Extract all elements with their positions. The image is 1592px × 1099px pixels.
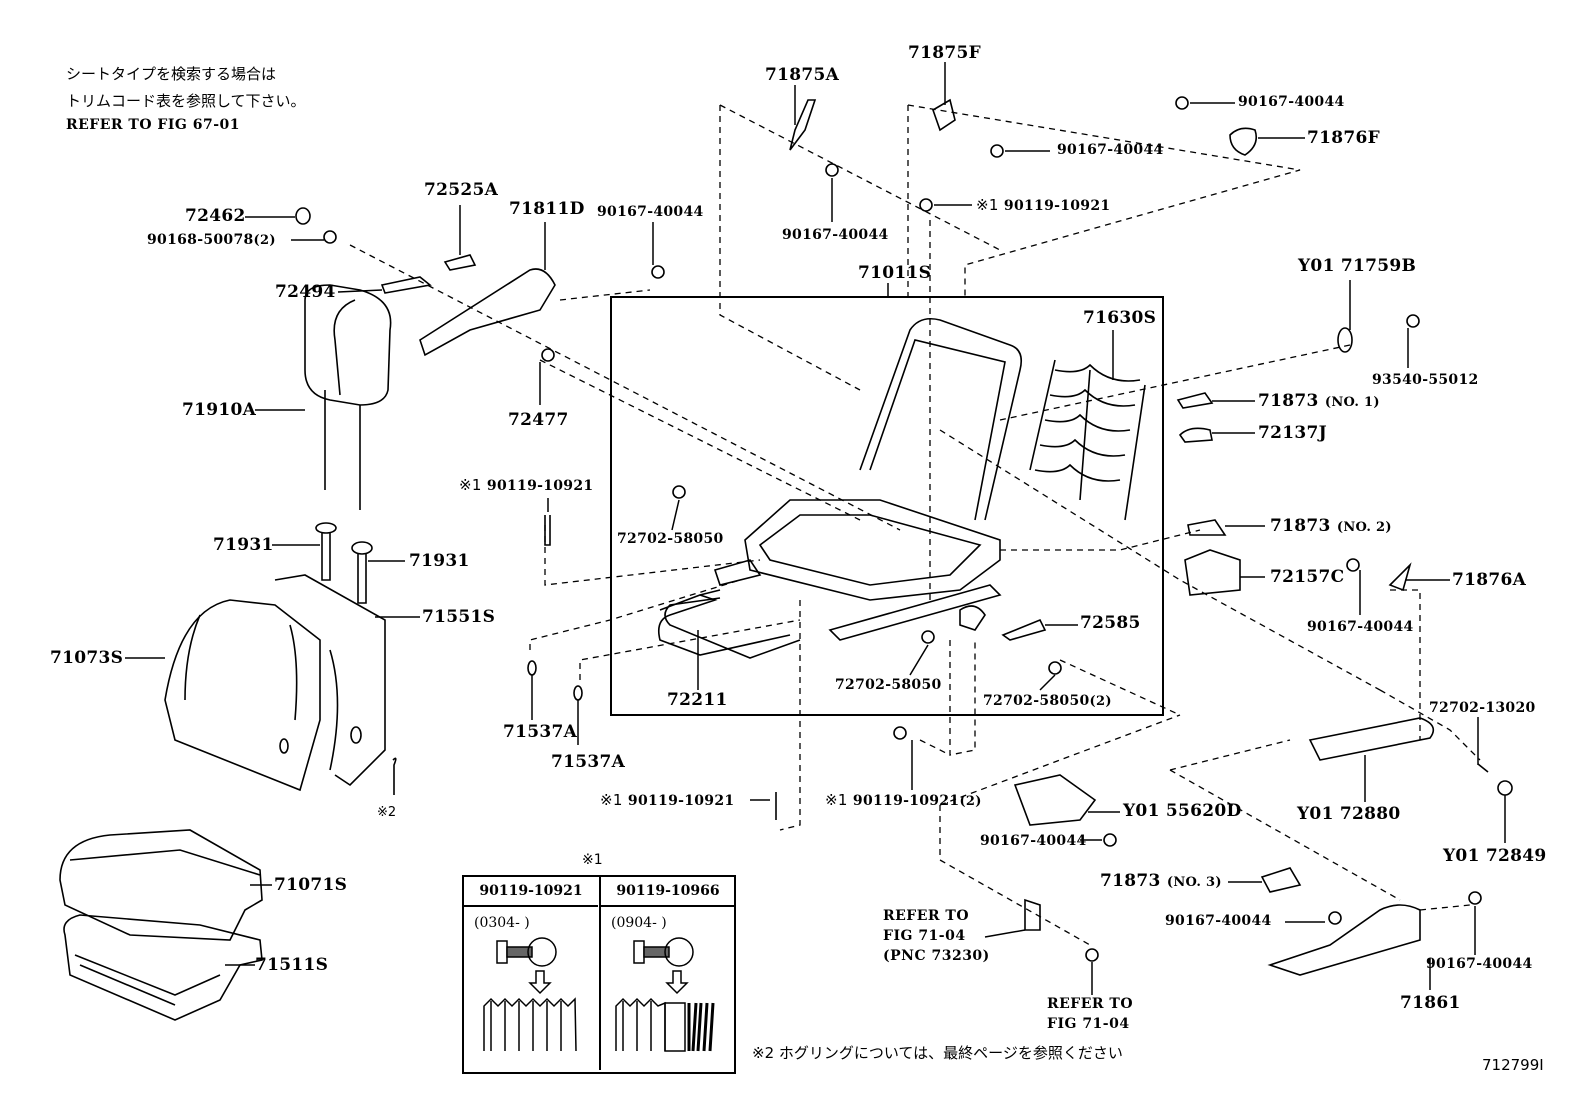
inset-column: 90119-10966 (0904- ) [599, 877, 735, 1070]
part-label-71873-no3[interactable]: 71873 (NO. 3) [1100, 871, 1222, 891]
part-label-71875A[interactable]: 71875A [765, 65, 840, 85]
part-label-90167-40044[interactable]: 90167-40044 [782, 227, 889, 243]
seat-cushion-drawing [59, 829, 263, 1021]
part-label-71551S[interactable]: 71551S [422, 607, 496, 627]
part-label-71875F[interactable]: 71875F [908, 43, 982, 63]
part-label-72462[interactable]: 72462 [185, 206, 246, 226]
part-label-72702-58050-qty2[interactable]: 72702-58050(2) [983, 693, 1112, 709]
part-label-90167-40044[interactable]: 90167-40044 [1307, 619, 1414, 635]
refer-fig-71-04-pnc[interactable]: REFER TO FIG 71-04 (PNC 73230) [883, 908, 990, 964]
part-label-90168-50078[interactable]: 90168-50078(2) [147, 232, 276, 248]
part-label-71873-no1[interactable]: 71873 (NO. 1) [1258, 391, 1380, 411]
inset-part-number[interactable]: 90119-10921 [464, 877, 598, 907]
part-label-71876A[interactable]: 71876A [1452, 570, 1527, 590]
inset-date-range: (0304- ) [474, 915, 530, 931]
part-label-Y01-55620D[interactable]: Y01 55620D [1123, 801, 1242, 821]
part-label-72494[interactable]: 72494 [275, 282, 336, 302]
part-label-Y01-71759B[interactable]: Y01 71759B [1298, 256, 1417, 276]
seat-wire-drawing [664, 597, 801, 659]
inset-title: ※1 [582, 852, 603, 868]
part-label-71073S[interactable]: 71073S [50, 648, 124, 668]
part-label-90167-40044[interactable]: 90167-40044 [1426, 956, 1533, 972]
inset-column: 90119-10921 (0304- ) [464, 877, 598, 1070]
part-label-90119-10921[interactable]: ※1 90119-10921 [600, 791, 735, 809]
part-label-72702-58050[interactable]: 72702-58050 [617, 531, 724, 547]
seat-frame-assembly-box [610, 296, 1164, 716]
part-label-72137J[interactable]: 72137J [1258, 423, 1327, 443]
seatback-spring-drawing [1029, 359, 1146, 521]
seat-frame-drawing [657, 317, 1023, 656]
bolt-thread-icon [483, 937, 577, 1052]
part-label-72702-58050[interactable]: 72702-58050 [835, 677, 942, 693]
part-label-72585[interactable]: 72585 [1080, 613, 1141, 633]
headrest-drawing [304, 284, 392, 510]
leader-lines [125, 62, 1506, 995]
part-label-71910A[interactable]: 71910A [182, 400, 257, 420]
part-label-71811D[interactable]: 71811D [509, 199, 585, 219]
bolt-variant-inset: 90119-10921 (0304- ) 90119-10966 (0904- … [462, 875, 736, 1074]
part-label-90167-40044[interactable]: 90167-40044 [597, 204, 704, 220]
part-label-71931[interactable]: 71931 [409, 551, 470, 571]
note-mark-1: ※1 [976, 196, 999, 214]
part-label-90167-40044[interactable]: 90167-40044 [1238, 94, 1345, 110]
figure-id: 712799I [1482, 1056, 1544, 1074]
part-label-Y01-72880[interactable]: Y01 72880 [1297, 804, 1401, 824]
part-label-90119-10921-qty2[interactable]: ※1 90119-10921(2) [825, 791, 982, 809]
inset-part-number[interactable]: 90119-10966 [601, 877, 735, 907]
part-label-90119-10921[interactable]: ※1 90119-10921 [459, 476, 594, 494]
bolt-thread-icon [615, 937, 715, 1052]
part-label-71537A[interactable]: 71537A [503, 722, 578, 742]
part-label-90167-40044[interactable]: 90167-40044 [980, 833, 1087, 849]
part-label-90167-40044[interactable]: 90167-40044 [1057, 142, 1164, 158]
part-label-Y01-72849[interactable]: Y01 72849 [1443, 846, 1547, 866]
part-label-72211[interactable]: 72211 [667, 690, 728, 710]
note-jp-line2: トリムコード表を参照して下さい。 [66, 92, 306, 110]
headrest-guide-drawing [315, 522, 373, 604]
part-label-71011S[interactable]: 71011S [858, 263, 932, 283]
note-mark-2-label: ※2 [377, 805, 397, 820]
refer-fig-71-04[interactable]: REFER TO FIG 71-04 [1047, 996, 1134, 1032]
inset-date-range: (0904- ) [611, 915, 667, 931]
part-label-72702-13020[interactable]: 72702-13020 [1429, 700, 1536, 716]
part-label-71876F[interactable]: 71876F [1307, 128, 1381, 148]
small-parts-drawing [295, 96, 1513, 976]
part-label-72525A[interactable]: 72525A [424, 180, 499, 200]
part-label-90167-40044[interactable]: 90167-40044 [1165, 913, 1272, 929]
part-label-71511S[interactable]: 71511S [255, 955, 329, 975]
part-label-71071S[interactable]: 71071S [274, 875, 348, 895]
footnote-hog-ring: ※2 ホグリングについては、最終ページを参照ください [752, 1044, 1123, 1062]
part-label-71931[interactable]: 71931 [213, 535, 274, 555]
part-label-71537A[interactable]: 71537A [551, 752, 626, 772]
note-refer-fig: REFER TO FIG 67-01 [66, 117, 241, 133]
hog-ring-drawing [392, 757, 397, 795]
part-label-90119-10921[interactable]: ※1 90119-10921 [976, 196, 1111, 214]
part-label-93540-55012[interactable]: 93540-55012 [1372, 372, 1479, 388]
part-label-72157C[interactable]: 72157C [1270, 567, 1345, 587]
seatback-cover-drawing [164, 574, 386, 792]
part-label-71861[interactable]: 71861 [1400, 993, 1461, 1013]
part-label-72477[interactable]: 72477 [508, 410, 569, 430]
part-label-71873-no2[interactable]: 71873 (NO. 2) [1270, 516, 1392, 536]
part-label-71630S[interactable]: 71630S [1083, 308, 1157, 328]
note-jp-line1: シートタイプを検索する場合は [66, 65, 277, 83]
